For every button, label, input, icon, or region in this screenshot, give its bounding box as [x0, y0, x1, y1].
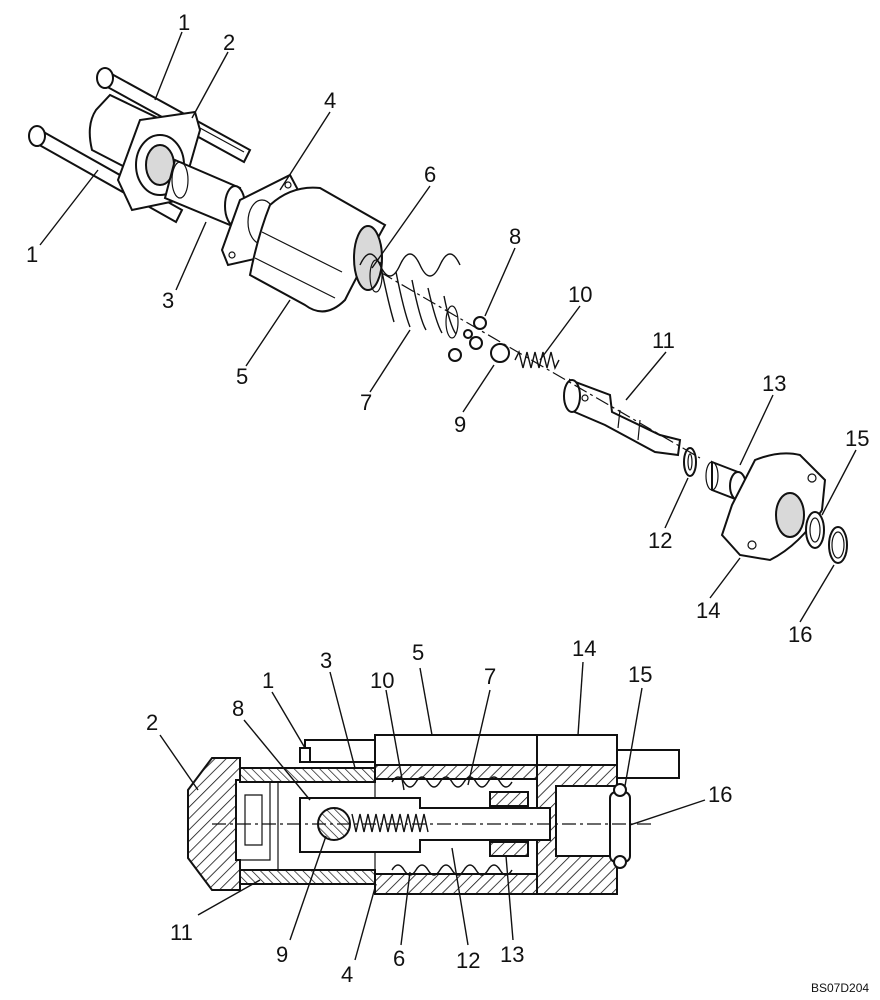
section-plug	[609, 783, 631, 869]
label-sec-14: 14	[572, 636, 596, 661]
label-sec-15: 15	[628, 662, 652, 687]
label-exp-1-left: 1	[26, 242, 38, 267]
label-exp-14: 14	[696, 598, 720, 623]
label-sec-3: 3	[320, 648, 332, 673]
label-sec-8: 8	[232, 696, 244, 721]
ball-part-9	[490, 343, 510, 363]
label-sec-4: 4	[341, 962, 353, 987]
section-bolt-head	[299, 739, 376, 763]
label-sec-13: 13	[500, 942, 524, 967]
label-exp-4: 4	[324, 88, 336, 113]
label-exp-10: 10	[568, 282, 592, 307]
label-exp-9: 9	[454, 412, 466, 437]
section-sleeve	[239, 767, 376, 885]
end-cap-part-2	[88, 93, 202, 212]
label-sec-9: 9	[276, 942, 288, 967]
section-spool	[299, 791, 551, 857]
label-sec-10: 10	[370, 668, 394, 693]
label-exp-2: 2	[223, 30, 235, 55]
label-sec-7: 7	[484, 664, 496, 689]
label-exp-16: 16	[788, 622, 812, 647]
label-exp-15: 15	[845, 426, 869, 451]
valve-body-part-5	[248, 186, 387, 313]
label-exp-12: 12	[648, 528, 672, 553]
label-exp-6: 6	[424, 162, 436, 187]
label-sec-2: 2	[146, 710, 158, 735]
label-sec-6: 6	[393, 946, 405, 971]
label-exp-13: 13	[762, 371, 786, 396]
section-body	[374, 734, 538, 895]
retaining-ring-part-12	[683, 447, 697, 477]
label-exp-1-top: 1	[178, 10, 190, 35]
o-ring-part-16	[828, 526, 848, 564]
exploded-leader-lines	[39, 31, 857, 623]
section-leader-lines	[159, 661, 706, 961]
reference-code: BS07D204	[811, 981, 869, 995]
section-flange	[536, 734, 680, 895]
label-exp-11: 11	[652, 328, 675, 353]
label-exp-7: 7	[360, 390, 372, 415]
label-exp-3: 3	[162, 288, 174, 313]
exploded-view: 1 2 4 6 8 10 11 13 15 1 3 5 7 9 12 14 16	[26, 10, 869, 647]
label-sec-5: 5	[412, 640, 424, 665]
end-flange-part-14	[720, 452, 827, 562]
section-springs	[391, 776, 513, 876]
small-spring-part-10	[514, 349, 560, 371]
spring-part-7	[359, 253, 461, 339]
label-sec-12: 12	[456, 948, 480, 973]
label-exp-8: 8	[509, 224, 521, 249]
seal-part-15	[805, 511, 825, 549]
label-sec-1: 1	[262, 668, 274, 693]
section-view: 3 5 14 1 10 7 15 8 2 16 11 9 4 6 12 13	[146, 636, 732, 987]
section-bottom-labels: 11 9 4 6 12 13	[170, 920, 524, 987]
label-sec-16: 16	[708, 782, 732, 807]
spool-part-11	[563, 378, 682, 457]
balls-part-8	[448, 316, 487, 362]
label-exp-5: 5	[236, 364, 248, 389]
section-top-labels: 3 5 14 1 10 7 15 8 2 16	[146, 636, 732, 807]
label-sec-11: 11	[170, 920, 193, 945]
exploded-labels: 1 2 4 6 8 10 11 13 15 1 3 5 7 9 12 14 16	[26, 10, 869, 647]
